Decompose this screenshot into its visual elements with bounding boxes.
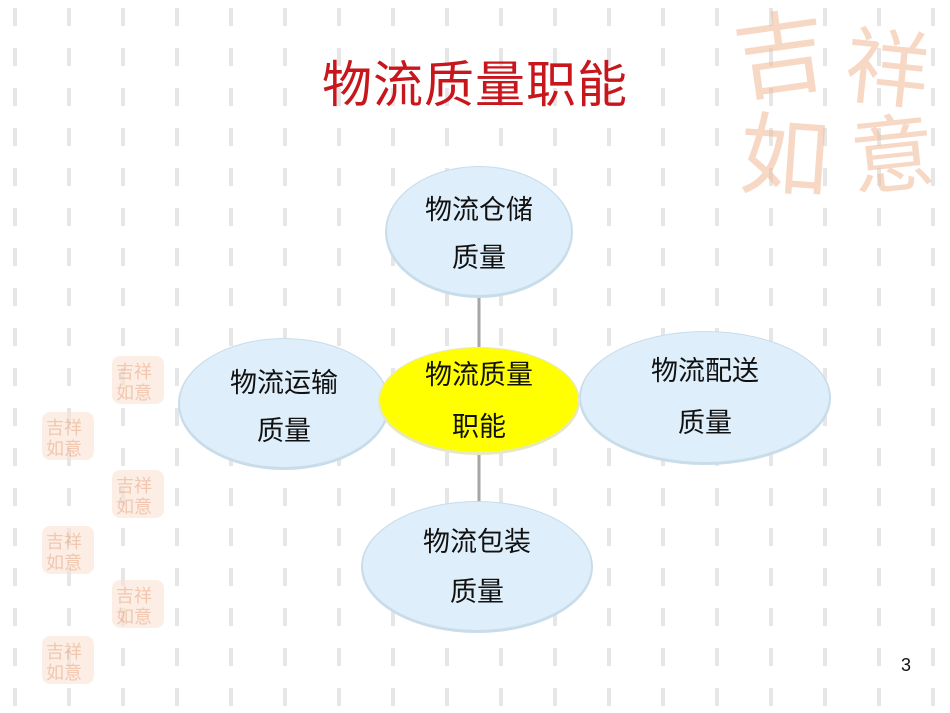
auspicious-calligraphy-seal: 吉 祥 如 意 (728, 0, 940, 213)
node-left: 物流运输 质量 (204, 360, 364, 456)
node-top-line2: 质量 (452, 243, 506, 274)
svg-text:如意: 如意 (46, 439, 82, 460)
page-number: 3 (900, 655, 911, 675)
svg-text:如意: 如意 (46, 663, 82, 684)
node-top-line1: 物流仓储 (425, 195, 533, 226)
svg-text:如意: 如意 (116, 383, 152, 404)
seal-stamp: 吉祥 如意 (112, 580, 164, 628)
node-left-line2: 质量 (257, 416, 311, 447)
small-seal-stamps: 吉祥 如意 吉祥 如意 吉祥 如意 吉祥 如意 吉祥 如意 (42, 356, 164, 684)
node-right-line1: 物流配送 (651, 356, 759, 387)
node-bottom-line2: 质量 (450, 577, 504, 608)
node-center-shape (378, 347, 580, 455)
svg-text:如意: 如意 (116, 497, 152, 518)
svg-text:吉: 吉 (728, 0, 834, 116)
node-bottom: 物流包装 质量 (397, 518, 557, 618)
svg-text:吉祥: 吉祥 (116, 586, 152, 607)
node-center: 物流质量 职能 (399, 350, 559, 454)
seal-stamp: 吉祥 如意 (42, 412, 94, 460)
node-left-line1: 物流运输 (230, 368, 338, 399)
node-right-line2: 质量 (678, 408, 732, 439)
seal-stamp: 吉祥 如意 (112, 470, 164, 518)
svg-text:吉祥: 吉祥 (116, 476, 152, 497)
node-top-shape (385, 166, 573, 298)
node-center-line2: 职能 (452, 412, 506, 443)
svg-text:如意: 如意 (116, 607, 152, 628)
seal-stamp: 吉祥 如意 (42, 526, 94, 574)
node-center-line1: 物流质量 (425, 360, 533, 391)
node-bottom-shape (361, 501, 593, 633)
svg-text:祥: 祥 (840, 17, 934, 123)
svg-text:如意: 如意 (46, 553, 82, 574)
node-bottom-line1: 物流包装 (423, 527, 531, 558)
seal-stamp: 吉祥 如意 (112, 356, 164, 404)
seal-stamp: 吉祥 如意 (42, 636, 94, 684)
slide-title: 物流质量职能 (322, 56, 628, 114)
node-right-shape (579, 331, 831, 465)
node-right: 物流配送 质量 (625, 346, 785, 450)
svg-text:吉祥: 吉祥 (46, 532, 82, 553)
svg-text:如: 如 (736, 102, 833, 213)
node-top: 物流仓储 质量 (399, 187, 559, 283)
svg-text:意: 意 (846, 103, 940, 209)
node-left-shape (178, 338, 390, 470)
svg-text:吉祥: 吉祥 (46, 642, 82, 663)
svg-text:吉祥: 吉祥 (116, 362, 152, 383)
svg-text:吉祥: 吉祥 (46, 418, 82, 439)
